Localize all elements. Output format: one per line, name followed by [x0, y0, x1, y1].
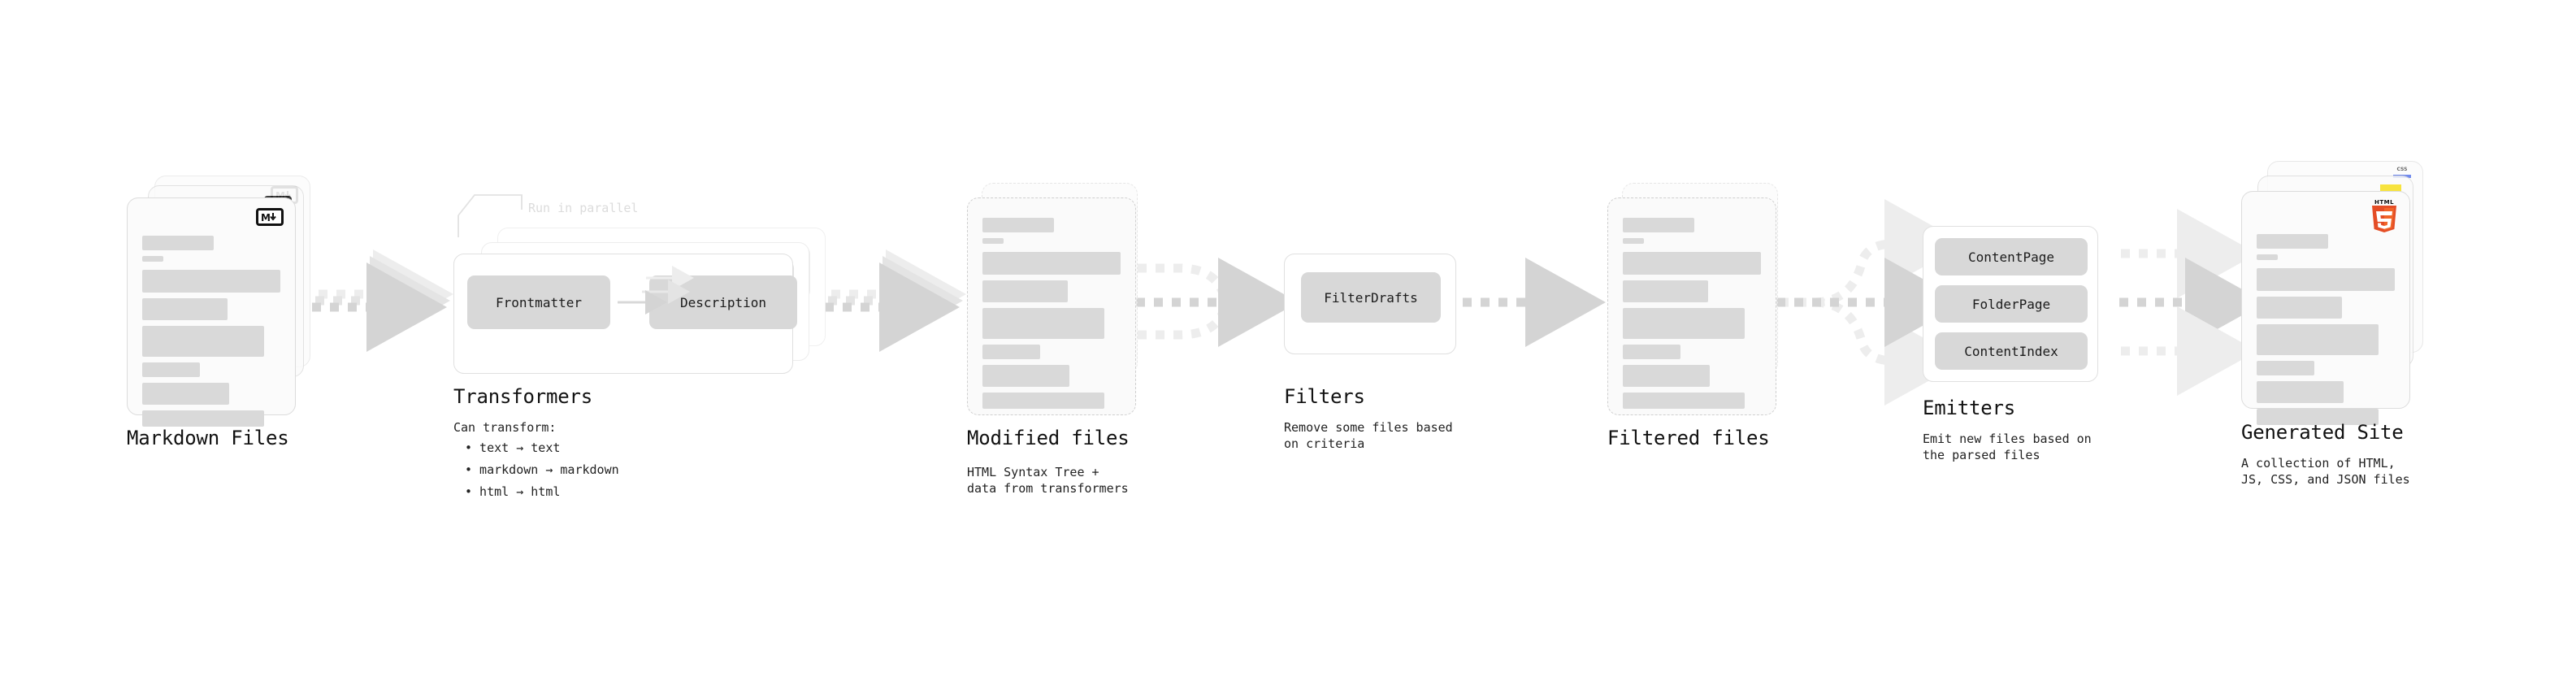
connector-transformers-to-modified — [825, 249, 966, 352]
connector-emitters-to-site — [2119, 209, 2266, 396]
emitters-panel[interactable]: ContentPage FolderPage ContentIndex — [1923, 226, 2098, 382]
transformers-bullet-3: • html → html — [465, 484, 561, 499]
transformer-panel-front[interactable]: Frontmatter Description — [453, 254, 797, 374]
connector-markdown-to-transformers — [312, 249, 453, 352]
html5-icon: HTML — [2370, 199, 2398, 232]
stage-title-filters: Filters — [1284, 385, 1365, 408]
stage-subtitle-emitters: Emit new files based on the parsed files — [1923, 432, 2092, 462]
site-card-front: HTML — [2241, 191, 2410, 425]
stage-title-markdown-files: Markdown Files — [127, 427, 289, 449]
stage-subtitle-modified-files: HTML Syntax Tree + data from transformer… — [967, 465, 1129, 496]
modified-card-front — [967, 197, 1136, 415]
markdown-icon: M — [256, 208, 284, 226]
emitter-chip-contentpage[interactable]: ContentPage — [1935, 238, 2088, 275]
connector-filtered-to-emitters — [1776, 199, 1965, 406]
markdown-placeholder-lines — [142, 236, 280, 432]
run-in-parallel-note: Run in parallel — [528, 201, 639, 215]
transformers-list-header: Can transform: — [453, 420, 557, 435]
stage-subtitle-filters: Remove some files based on criteria — [1284, 420, 1453, 451]
modified-placeholder-lines — [982, 218, 1121, 414]
filters-panel[interactable]: FilterDrafts — [1284, 254, 1456, 354]
stage-title-modified-files: Modified files — [967, 427, 1130, 449]
transformer-chip-frontmatter[interactable]: Frontmatter — [467, 275, 610, 329]
site-placeholder-lines — [2257, 234, 2395, 431]
transformers-bullet-1: • text → text — [465, 440, 561, 455]
stage-title-generated-site: Generated Site — [2241, 421, 2404, 444]
stage-subtitle-generated-site: A collection of HTML, JS, CSS, and JSON … — [2241, 456, 2410, 487]
markdown-card-front: M — [127, 197, 296, 427]
transformer-chip-description[interactable]: Description — [649, 275, 797, 329]
svg-text:M: M — [261, 212, 271, 223]
stage-title-emitters: Emitters — [1923, 397, 2015, 419]
connector-modified-to-filters — [1136, 258, 1299, 347]
stage-title-filtered-files: Filtered files — [1607, 427, 1770, 449]
emitter-chip-contentindex[interactable]: ContentIndex — [1935, 332, 2088, 370]
filtered-card-front — [1607, 197, 1776, 415]
filter-chip-filterdrafts[interactable]: FilterDrafts — [1301, 272, 1441, 323]
emitter-chip-folderpage[interactable]: FolderPage — [1935, 285, 2088, 323]
transformers-bullet-2: • markdown → markdown — [465, 462, 619, 477]
stage-title-transformers: Transformers — [453, 385, 592, 408]
filtered-placeholder-lines — [1623, 218, 1761, 414]
